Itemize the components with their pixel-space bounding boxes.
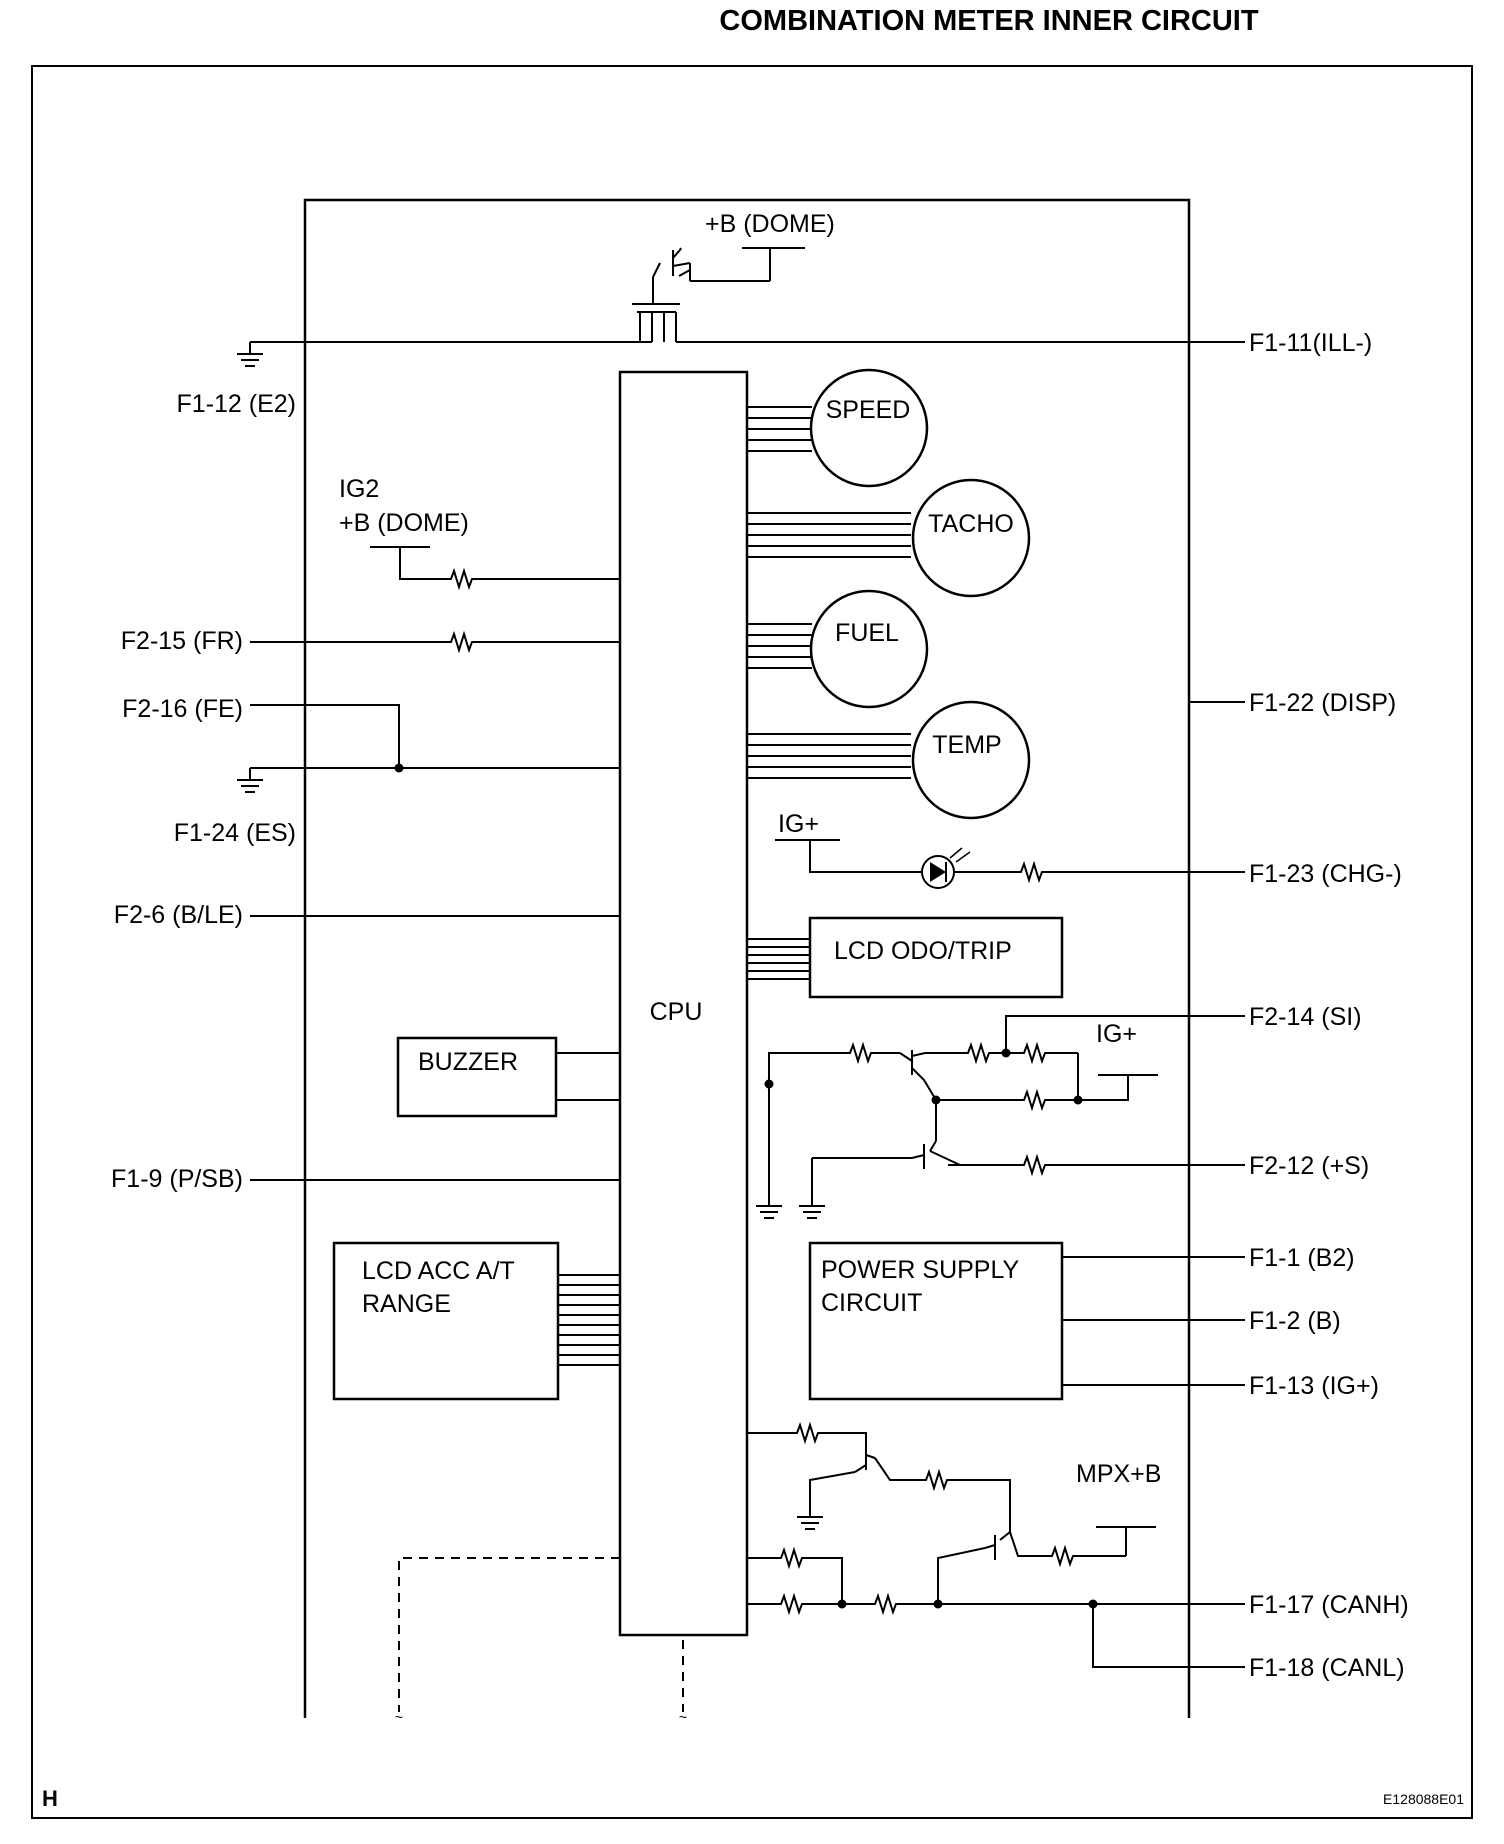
terminal-chg: F1-23 (CHG-) — [1249, 860, 1402, 888]
corner-letter: H — [42, 1786, 58, 1811]
temp-label: TEMP — [932, 731, 1001, 759]
ig-si-supply-label: IG+ — [1096, 1020, 1137, 1048]
terminal-fe: F2-16 (FE) — [122, 695, 243, 723]
temp-gauge — [911, 700, 1031, 820]
outer-frame — [31, 65, 1473, 1819]
charge-warning-led — [775, 839, 1245, 889]
tacho-gauge — [911, 478, 1031, 598]
svg-text:~: ~ — [679, 1709, 687, 1725]
terminal-fr: F2-15 (FR) — [121, 627, 243, 655]
terminal-b2: F1-1 (B2) — [1249, 1244, 1355, 1272]
svg-text:~: ~ — [395, 1709, 403, 1725]
figure-code: E128088E01 — [1383, 1791, 1464, 1807]
lcd-acc-block — [332, 1241, 560, 1401]
mpx-supply-label: MPX+B — [1076, 1460, 1161, 1488]
lcd-acc-label-1: LCD ACC A/T — [362, 1257, 515, 1285]
terminal-canl: F1-18 (CANL) — [1249, 1654, 1405, 1682]
lcd-odo-block — [808, 916, 1064, 999]
fuel-gauge — [809, 589, 929, 709]
terminal-ble: F2-6 (B/LE) — [114, 901, 243, 929]
page-title: COMBINATION METER INNER CIRCUIT — [719, 5, 1258, 37]
illumination-switch — [250, 247, 1245, 343]
buzzer-label: BUZZER — [418, 1048, 518, 1076]
terminal-e2: F1-12 (E2) — [177, 390, 296, 418]
tacho-label: TACHO — [928, 510, 1014, 538]
ig-led-supply-label: IG+ — [778, 810, 819, 838]
speed-gauge — [809, 368, 929, 488]
terminal-canh: F1-17 (CANH) — [1249, 1591, 1409, 1619]
terminal-b: F1-2 (B) — [1249, 1307, 1341, 1335]
cpu-label: CPU — [650, 998, 703, 1026]
speed-signal-circuit — [768, 1015, 1245, 1194]
can-bus-circuit — [747, 1432, 1245, 1668]
power-supply-label-2: CIRCUIT — [821, 1289, 922, 1317]
ig2-supply-label: IG2 — [339, 475, 379, 503]
speed-label: SPEED — [826, 396, 911, 424]
power-supply-label-1: POWER SUPPLY — [821, 1256, 1020, 1284]
lcd-acc-label-2: RANGE — [362, 1290, 451, 1318]
terminal-disp: F1-22 (DISP) — [1249, 689, 1396, 717]
buzzer-block — [396, 1036, 558, 1118]
meter-boundary — [303, 198, 1191, 1718]
terminal-ill: F1-11(ILL-) — [1249, 329, 1372, 357]
terminal-si: F2-14 (SI) — [1249, 1003, 1362, 1031]
cpu-block — [618, 370, 749, 1637]
fuel-label: FUEL — [835, 619, 899, 647]
dome-top-supply-label: +B (DOME) — [705, 210, 835, 238]
dome-supply-label: +B (DOME) — [339, 509, 469, 537]
terminal-s-plus: F2-12 (+S) — [1249, 1152, 1369, 1180]
terminal-es: F1-24 (ES) — [174, 819, 296, 847]
lcd-odo-label: LCD ODO/TRIP — [834, 937, 1012, 965]
terminal-ig-plus: F1-13 (IG+) — [1249, 1372, 1379, 1400]
terminal-psb: F1-9 (P/SB) — [111, 1165, 243, 1193]
